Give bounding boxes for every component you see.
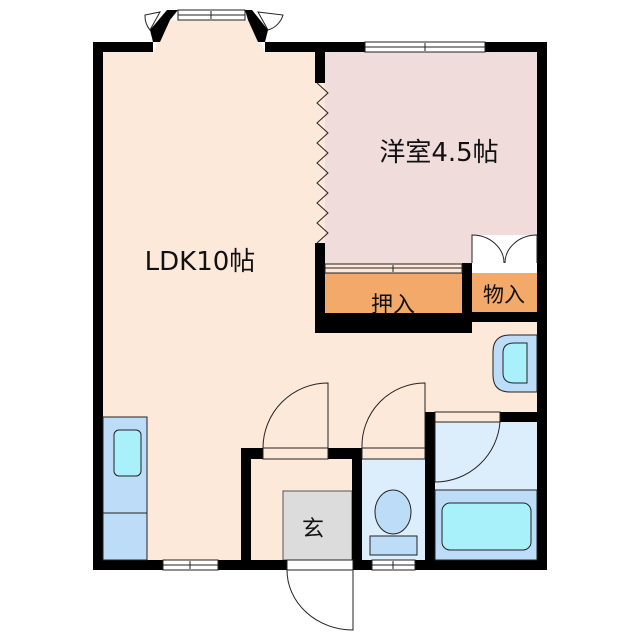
accordion-door[interactable] (316, 82, 329, 244)
western-room-floor (325, 52, 537, 264)
bathtub (434, 489, 538, 561)
storage-door-area (472, 235, 537, 273)
toilet-door-frame (361, 447, 426, 460)
toilet (369, 489, 418, 556)
entrance-label: 玄 (302, 517, 324, 542)
storage-door-right (504, 234, 538, 264)
storage-door-left (471, 234, 505, 264)
kitchen-counter (102, 416, 148, 561)
windows (162, 9, 486, 571)
bay-side-window-right (257, 11, 284, 31)
ldk-hall-door (262, 382, 329, 449)
closet-label: 押入 (371, 293, 415, 318)
front-door-frame (286, 559, 354, 571)
kitchen-sink (113, 429, 142, 477)
bathroom-door (434, 421, 501, 483)
bay-window-floor (153, 20, 265, 52)
storage-label: 物入 (483, 283, 525, 307)
closet-floor (325, 273, 462, 313)
front-door (286, 569, 354, 631)
ldk-label: LDK10帖 (145, 247, 256, 277)
western-room-label: 洋室4.5帖 (379, 138, 498, 168)
washbasin (492, 334, 538, 393)
walls (93, 10, 547, 570)
hall-door-frame (262, 447, 329, 460)
bathroom-door-frame (434, 411, 501, 423)
bay-side-window-left (144, 11, 161, 31)
toilet-door (361, 382, 426, 449)
entrance-floor (282, 490, 353, 561)
storage-floor (472, 273, 537, 313)
